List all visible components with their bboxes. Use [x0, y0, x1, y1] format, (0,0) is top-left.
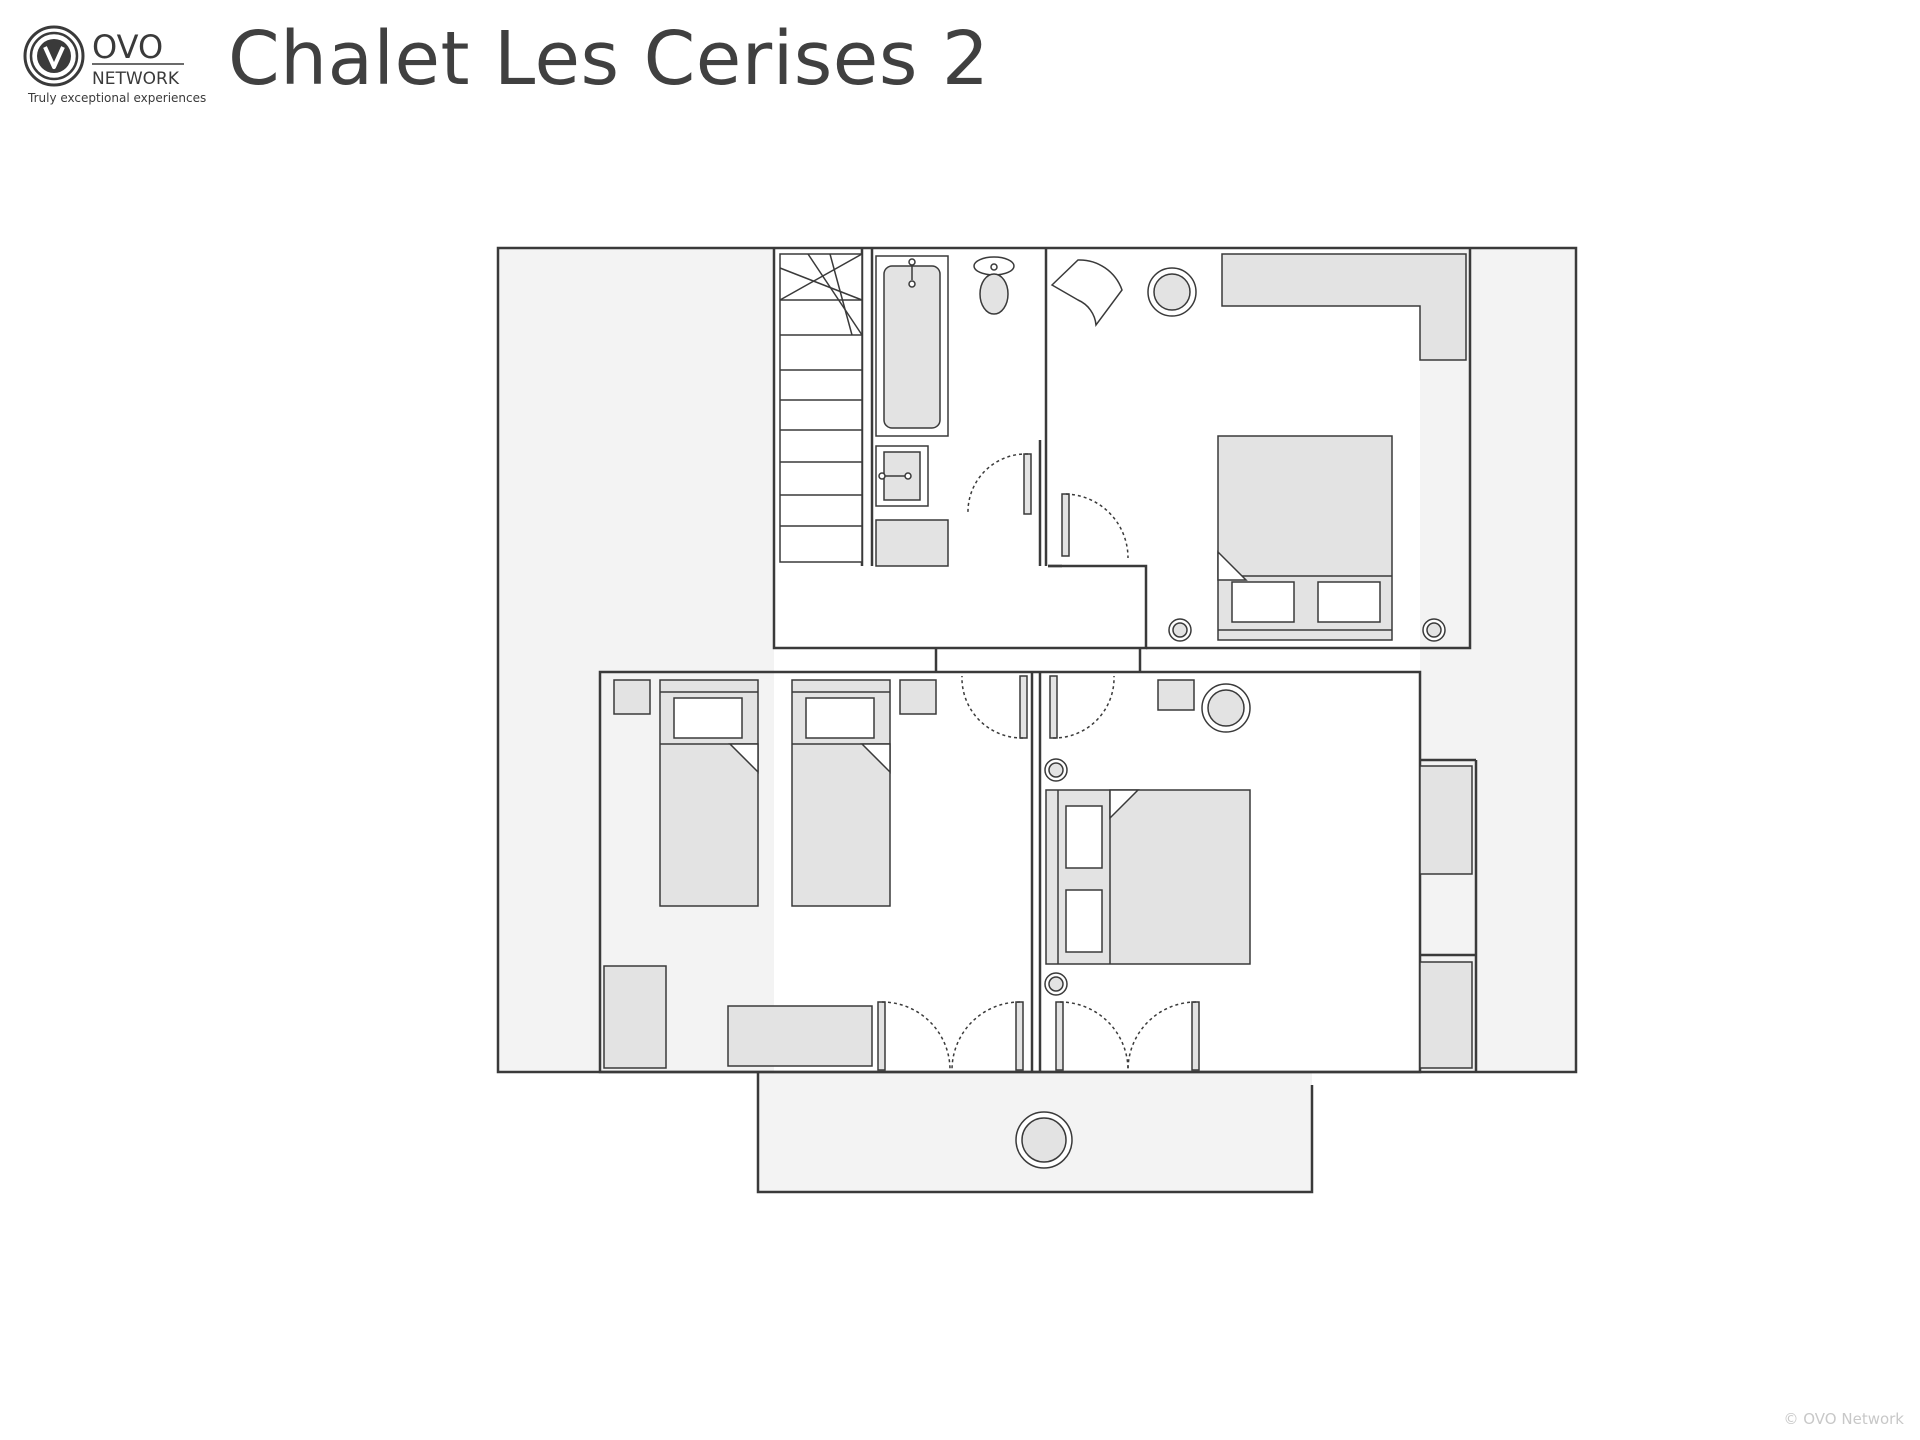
header: OVO NETWORK Truly exceptional experience… — [0, 0, 1920, 130]
bathroom — [875, 255, 1015, 567]
bedroom-twin — [603, 679, 937, 1069]
upper-doors — [967, 453, 1129, 568]
bedroom-upper — [1050, 253, 1467, 642]
logo-brand-bottom: NETWORK — [92, 69, 180, 89]
ovo-network-logo[interactable]: OVO NETWORK Truly exceptional experience… — [22, 22, 206, 112]
staircase — [779, 253, 863, 563]
balcony — [1015, 1111, 1073, 1169]
ovo-v-logo-icon: OVO NETWORK — [23, 25, 184, 89]
page-title: Chalet Les Cerises 2 — [228, 16, 990, 102]
copyright-notice: © OVO Network — [1783, 1410, 1904, 1428]
logo-brand-top: OVO — [92, 28, 163, 66]
logo-tagline: Truly exceptional experiences — [28, 91, 207, 105]
exterior-areas — [498, 248, 1576, 1192]
bedroom-double — [1044, 679, 1473, 1069]
lower-doors — [877, 675, 1200, 1073]
